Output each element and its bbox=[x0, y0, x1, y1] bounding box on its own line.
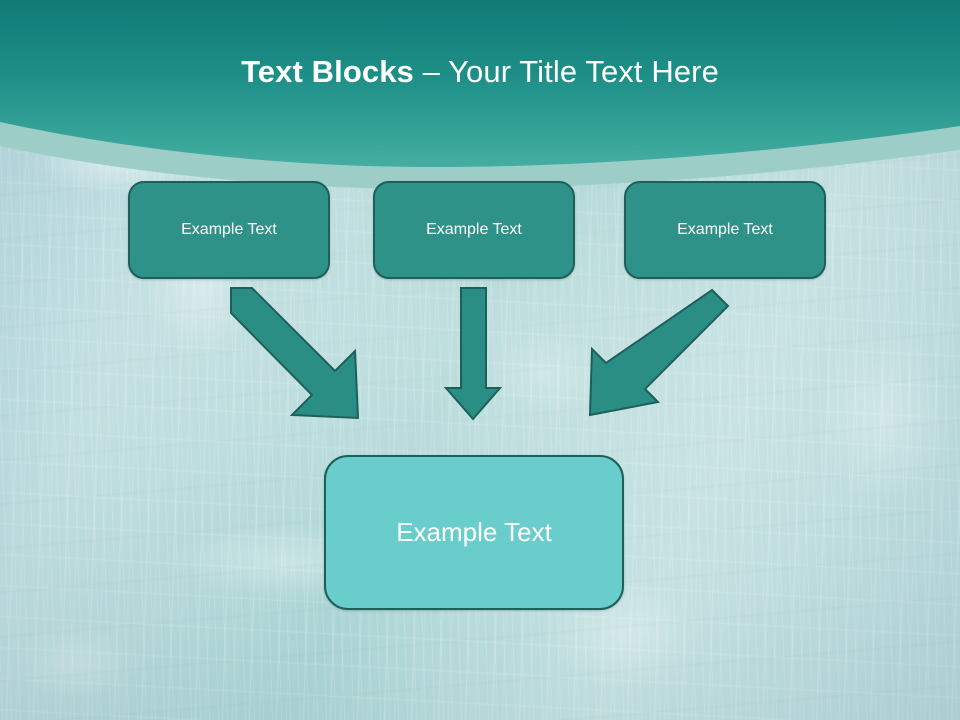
text-block-3[interactable]: Example Text bbox=[624, 181, 826, 279]
page-title-bold: Text Blocks bbox=[241, 54, 414, 89]
page-title-rest: Your Title Text Here bbox=[448, 54, 719, 89]
text-block-2[interactable]: Example Text bbox=[373, 181, 575, 279]
text-block-1[interactable]: Example Text bbox=[128, 181, 330, 279]
text-block-result-label: Example Text bbox=[396, 517, 552, 547]
text-block-1-label: Example Text bbox=[181, 221, 277, 238]
text-block-3-label: Example Text bbox=[677, 221, 773, 238]
text-block-2-label: Example Text bbox=[426, 221, 522, 238]
page-title-separator: – bbox=[413, 54, 449, 89]
text-block-result[interactable]: Example Text bbox=[324, 455, 624, 610]
page-title: Text Blocks – Your Title Text Here bbox=[0, 52, 960, 92]
